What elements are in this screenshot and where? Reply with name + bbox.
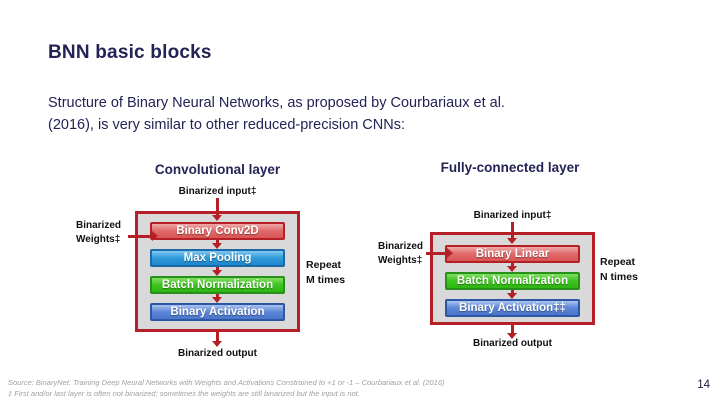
fc-block-binary-activation: Binary Activation‡‡ xyxy=(445,299,580,317)
conv-block-binary-activation: Binary Activation xyxy=(150,303,285,321)
fc-weights-label-line2: Weights‡ xyxy=(378,254,423,266)
conv-input-label: Binarized input‡ xyxy=(178,186,257,197)
conv-weights-label-line2: Weights‡ xyxy=(76,233,121,245)
fc-weights-label-line1: Binarized xyxy=(378,241,424,252)
fc-repeat-label: Repeat N times xyxy=(600,255,660,284)
fc-input-label: Binarized input‡ xyxy=(473,210,552,221)
conv-block-max-pooling: Max Pooling xyxy=(150,249,285,267)
fc-layer-heading: Fully-connected layer xyxy=(440,160,580,175)
conv-repeat-line2: M times xyxy=(306,273,346,286)
conv-repeat-line1: Repeat xyxy=(306,259,342,271)
conv-output-label: Binarized output xyxy=(178,348,257,359)
fc-repeat-line2: N times xyxy=(600,270,638,283)
conv-block-batch-normalization: Batch Normalization xyxy=(150,276,285,294)
conv-repeat-label: Repeat M times xyxy=(306,258,366,287)
page-title: BNN basic blocks xyxy=(48,42,212,63)
conv-weights-label: Binarized Weights‡ xyxy=(76,219,136,246)
conv-layer-heading: Convolutional layer xyxy=(154,162,281,177)
page-number: 14 xyxy=(697,379,710,391)
conv-weights-label-line1: Binarized xyxy=(76,220,122,231)
fc-block-binary-linear: Binary Linear xyxy=(445,245,580,263)
footnote-line: ‡ First and/or last layer is often not b… xyxy=(8,389,360,398)
fc-repeat-line1: Repeat xyxy=(600,256,636,268)
source-line: Source: BinaryNet: Training Deep Neural … xyxy=(8,378,445,387)
fc-output-label: Binarized output xyxy=(473,338,552,349)
conv-block-binary-conv2d: Binary Conv2D xyxy=(150,222,285,240)
intro-text: Structure of Binary Neural Networks, as … xyxy=(48,95,505,133)
fc-block-batch-normalization: Batch Normalization xyxy=(445,272,580,290)
fc-weights-label: Binarized Weights‡ xyxy=(378,240,438,267)
